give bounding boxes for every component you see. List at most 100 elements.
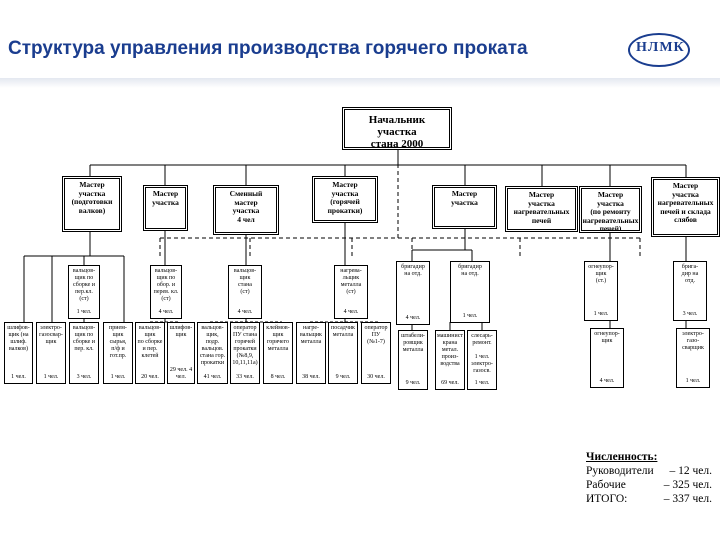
level2-box-1: вальцов- щик по сборке и пер.кл. (ст) 1 … <box>68 265 100 319</box>
level2-count-6: 1 чел. <box>462 313 478 319</box>
level3-label-2: электро- газосвар- щик <box>39 325 63 345</box>
summary-row: Рабочие – 325 чел. <box>586 478 720 492</box>
level3-count-17: 1 чел. <box>685 378 701 384</box>
level3-count-10: 38 чел. <box>302 374 320 380</box>
level1-label-8: Мастер участка нагревательных печей и ск… <box>657 181 714 224</box>
level3-box-2: электро- газосвар- щик 1 чел. <box>36 322 66 384</box>
level3-box-3: вальцов- щик по сборке и пер. кл. 3 чел. <box>69 322 99 384</box>
logo-text: НЛМК <box>636 40 685 55</box>
summary-row: Руководители – 12 чел. <box>586 464 720 478</box>
level2-label-4: нагрева- льщик металла (ст) <box>340 268 362 295</box>
page-title: Структура управления производства горяче… <box>8 38 528 59</box>
level2-label-2: вальцов- щик по обор. и перев. кл. (ст) <box>153 268 179 302</box>
summary-row: ИТОГО: – 337 чел. <box>586 492 720 506</box>
level2-label-3: вальцов- щик стана (ст) <box>233 268 257 295</box>
level3-box-16: огнеупор- щик 4 чел. <box>590 328 624 388</box>
level3-box-1: шлифов- щик (на шлиф. валков) 1 чел. <box>4 322 33 384</box>
level3-count-13: 9 чел. <box>405 380 421 386</box>
level3-box-15: слесарь- ремонт. 1 чел. электро- газосв.… <box>467 330 497 390</box>
level1-box-5: Мастер участка <box>432 185 497 229</box>
level2-count-1: 1 чел. <box>76 309 92 315</box>
company-logo <box>628 33 690 67</box>
level2-label-1: вальцов- щик по сборке и пер.кл. (ст) <box>72 268 96 302</box>
level2-label-8: брига- дир на отд. <box>681 264 699 284</box>
level3-count-1: 1 чел. <box>11 374 26 380</box>
level1-label-7: Мастер участка (по ремонту нагревательны… <box>582 190 639 233</box>
level1-box-8: Мастер участка нагревательных печей и ск… <box>651 177 720 237</box>
level3-box-8: оператор ПУ стана горячей прокатки (№8,9… <box>230 322 260 384</box>
level3-label-13: штабели- ровщик металла <box>401 333 425 353</box>
level3-label-5: вальцов- щик по сборке и пер. клетей <box>137 325 163 359</box>
level3-box-12: оператор ПУ (№1-7) 30 чел. <box>361 322 391 384</box>
level1-label-3: Сменный мастер участка 4 чел <box>229 189 263 224</box>
level2-label-7: огнеупор- щик (ст.) <box>588 264 614 284</box>
level3-label-12: оператор ПУ (№1-7) <box>364 325 388 345</box>
level2-box-2: вальцов- щик по обор. и перев. кл. (ст) … <box>150 265 182 319</box>
level3-label-3: вальцов- щик по сборке и пер. кл. <box>72 325 96 352</box>
level3-label-17: электро- газо- сварщик <box>682 331 704 351</box>
level3-box-7: вальцов- щик, подр. вальцов. стана гор. … <box>197 322 228 384</box>
level3-count-2: 1 чел. <box>43 374 59 380</box>
level1-label-4: Мастер участка (горячей прокатки) <box>327 180 363 215</box>
level1-label-1: Мастер участка (подготовки валков) <box>71 180 113 215</box>
level3-label-11: посадчик металла <box>331 325 355 338</box>
level1-box-4: Мастер участка (горячей прокатки) <box>312 176 378 223</box>
level3-label-4: прием- щик сырья, п/ф и гот.пр. <box>109 325 127 359</box>
level2-count-3: 4 чел. <box>237 309 253 315</box>
chart-root: Начальник участка стана 2000 <box>342 107 452 150</box>
level2-count-7: 1 чел. <box>593 311 609 317</box>
level3-count-5: 20 чел. <box>141 374 159 380</box>
summary-value: – 337 чел. <box>663 493 712 505</box>
summary-label: Руководители <box>586 465 654 477</box>
level3-count-16: 4 чел. <box>599 378 615 384</box>
summary-value: – 12 чел. <box>669 465 712 477</box>
level3-count-11: 9 чел. <box>335 374 351 380</box>
level1-box-2: Мастер участка <box>143 185 188 231</box>
header-divider <box>0 78 720 88</box>
root-label: Начальник участка стана 2000 <box>368 114 426 150</box>
level3-count-15: 1 чел. <box>474 380 490 386</box>
level2-label-5: бригадир на отд. <box>401 264 425 277</box>
summary-value: – 325 чел. <box>663 479 712 491</box>
level3-label-10: нагре- вальщик металла <box>300 325 322 345</box>
level3-label-15: слесарь- ремонт. 1 чел. электро- газосв. <box>471 333 493 374</box>
level3-box-6: шлифов- щик 29 чел. 4 чел. <box>167 322 195 384</box>
summary-label: Рабочие <box>586 479 626 491</box>
level3-label-1: шлифов- щик (на шлиф. валков) <box>7 325 30 352</box>
level2-box-7: огнеупор- щик (ст.) 1 чел. <box>584 261 618 321</box>
level3-count-12: 30 чел. <box>367 374 385 380</box>
level3-count-8: 33 чел. <box>236 374 254 380</box>
level3-box-5: вальцов- щик по сборке и пер. клетей 20 … <box>135 322 165 384</box>
summary-label: ИТОГО: <box>586 493 628 505</box>
level3-box-14: машинист крана метал. произ- водства 69 … <box>435 330 465 390</box>
summary-heading: Численность: <box>586 451 658 463</box>
level3-box-4: прием- щик сырья, п/ф и гот.пр. 1 чел. <box>103 322 133 384</box>
level1-box-1: Мастер участка (подготовки валков) <box>62 176 122 232</box>
level3-count-6: 29 чел. 4 чел. <box>169 367 193 380</box>
level3-count-4: 1 чел. <box>110 374 126 380</box>
level3-box-11: посадчик металла 9 чел. <box>328 322 358 384</box>
headcount-summary: Численность: Руководители – 12 чел. Рабо… <box>586 450 720 506</box>
level3-box-9: клеймов- щик горячего металла 8 чел. <box>263 322 293 384</box>
level3-box-13: штабели- ровщик металла 9 чел. <box>398 330 428 390</box>
level2-box-8: брига- дир на отд. 3 чел. <box>673 261 707 321</box>
level3-box-10: нагре- вальщик металла 38 чел. <box>296 322 326 384</box>
level1-label-5: Мастер участка <box>451 189 478 207</box>
level3-count-7: 41 чел. <box>203 374 222 380</box>
level3-count-9: 8 чел. <box>270 374 286 380</box>
level3-label-6: шлифов- щик <box>169 325 193 338</box>
level3-label-8: оператор ПУ стана горячей прокатки (№8,9… <box>232 325 258 366</box>
level2-box-6: бригадир на отд. 1 чел. <box>450 261 490 323</box>
level2-count-5: 4 чел. <box>405 315 421 321</box>
level3-label-7: вальцов- щик, подр. вальцов. стана гор. … <box>199 325 226 366</box>
level3-count-3: 3 чел. <box>76 374 92 380</box>
level2-label-6: бригадир на отд. <box>458 264 482 277</box>
level2-box-4: нагрева- льщик металла (ст) 4 чел. <box>334 265 368 319</box>
level2-count-4: 4 чел. <box>343 309 359 315</box>
level2-box-3: вальцов- щик стана (ст) 4 чел. <box>228 265 262 319</box>
level1-label-6: Мастер участка нагревательных печей <box>513 190 570 225</box>
level3-label-9: клеймов- щик горячего металла <box>266 325 290 352</box>
level3-count-14: 69 чел. <box>441 380 459 386</box>
level2-count-2: 4 чел. <box>158 309 174 315</box>
level1-box-3: Сменный мастер участка 4 чел <box>213 185 279 235</box>
